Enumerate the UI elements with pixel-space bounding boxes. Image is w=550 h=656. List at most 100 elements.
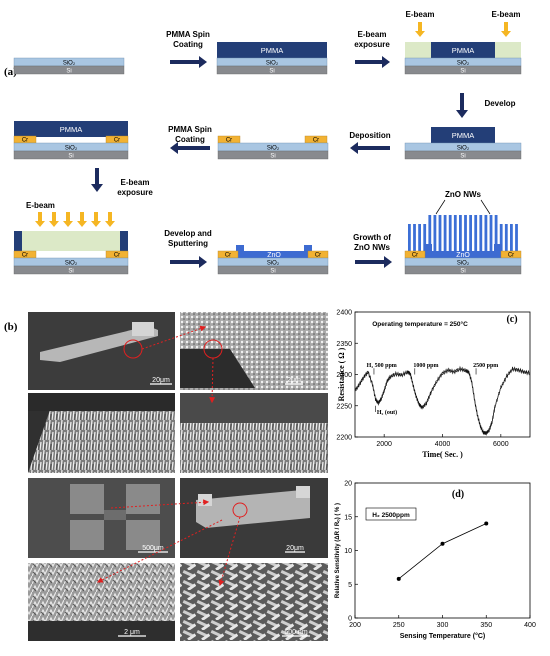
zno-nanowire [489, 215, 493, 251]
y-axis-label: Relative Sensitivity (ΔR / Rₒ) ( % ) [335, 503, 341, 598]
sio2-label: SiO₂ [457, 261, 470, 267]
pmma-label: PMMA [452, 131, 475, 140]
sem-substrate [28, 621, 175, 641]
x-tick-label: 350 [480, 622, 492, 629]
cr-label: Cr [313, 138, 319, 144]
si-layer [217, 150, 329, 160]
beam-arrow-head [415, 31, 425, 37]
y-tick-label: 20 [344, 481, 352, 488]
sem-image-7: 2 μm [28, 563, 175, 641]
sem-image-4 [180, 393, 328, 473]
ebeam-label-right: E-beam [492, 10, 521, 19]
zno-nanowire [510, 224, 513, 251]
zno-label: ZnO [267, 252, 281, 259]
sem-pad-tr [126, 484, 160, 514]
zno-nanowire [453, 215, 457, 251]
beam-arrow-3-shaft [80, 212, 84, 221]
sem-electrode [40, 326, 158, 362]
si-label: Si [460, 69, 465, 75]
panel-label-d: (d) [452, 489, 464, 500]
cr-label: Cr [22, 138, 28, 144]
pointer-line [435, 199, 446, 215]
zno-nws-label: ZnO NWs [445, 190, 482, 199]
zno-nanowire [448, 215, 452, 251]
zno-nanowire [469, 215, 472, 251]
sem-substrate [180, 349, 255, 388]
legend-box [365, 507, 417, 521]
pmma-edge-left [14, 231, 22, 251]
sem-pad-left [198, 494, 212, 506]
arrow-develop-head [456, 110, 468, 118]
x-tick-label: 4000 [435, 441, 451, 448]
zno-nanowire [515, 224, 518, 251]
y-tick-label: 5 [348, 582, 352, 589]
pmma-edge-right [120, 231, 128, 251]
zno-nanowire [413, 224, 416, 251]
si-layer [404, 150, 522, 160]
sem-pad-tl [70, 484, 104, 514]
si-label: Si [460, 269, 465, 275]
y-tick-label: 10 [344, 548, 352, 555]
ebeam-label-left: E-beam [406, 10, 435, 19]
beam-arrow-3-head [77, 221, 87, 227]
sem-scale-8: 500 nm [284, 629, 308, 636]
zno-nanowire [438, 215, 442, 251]
y-tick-label: 2250 [336, 403, 352, 410]
arrow-dev-sputter-head [199, 256, 207, 268]
sio2-label: SiO₂ [63, 61, 76, 67]
y-tick-label: 0 [348, 616, 352, 623]
data-label-3: H₂ (out) [377, 409, 397, 416]
arrow-ebeam1-head [382, 56, 390, 68]
sem-image-3 [28, 393, 175, 473]
y-tick-label: 2400 [336, 310, 352, 317]
sem-top-dark [28, 393, 175, 411]
legend-label: H₂ 2500ppm [372, 512, 410, 519]
si-label: Si [460, 154, 465, 160]
zno-nanowire [499, 224, 503, 251]
sio2-label: SiO₂ [65, 146, 78, 152]
si-label: Si [270, 154, 275, 160]
sio2-label: SiO₂ [457, 61, 470, 67]
sio2-label: SiO₂ [267, 261, 280, 267]
sem-top-gray [180, 393, 328, 423]
sem-electrode [196, 490, 310, 528]
zno-nanowire [423, 224, 427, 251]
beam-arrow-2-shaft [66, 212, 70, 221]
beam-arrow-head [501, 31, 511, 37]
sio2-label: SiO₂ [266, 61, 279, 67]
beam-arrow-0-shaft [38, 212, 42, 221]
beam-arrow-shaft [504, 22, 508, 31]
sem-image-8: 500 nm [180, 563, 328, 641]
beam-arrow-4-shaft [94, 212, 98, 221]
sem-image-2: 2μm [180, 312, 328, 390]
x-axis-label: Sensing Temperature (°C) [400, 632, 486, 640]
x-tick-label: 200 [349, 622, 361, 629]
step-label-dev-sputter: Sputtering [168, 239, 208, 248]
zno-seed-layer [218, 245, 328, 258]
zno-nanowire [484, 215, 488, 251]
cr-label: Cr [114, 138, 120, 144]
step-label-deposition: Deposition [349, 131, 390, 140]
beam-arrow-0-head [35, 221, 45, 227]
cr-label: Cr [226, 138, 232, 144]
x-axis-label: Time( Sec. ) [422, 450, 463, 459]
y-tick-label: 2300 [336, 372, 352, 379]
si-label: Si [68, 269, 73, 275]
cr-label: Cr [114, 253, 120, 259]
sem-texture [28, 410, 175, 473]
sem-image-5: 500μm [28, 478, 175, 558]
sem-scale-2: 2μm [287, 377, 301, 384]
si-layer [13, 65, 125, 75]
step-label-growth: ZnO NWs [354, 243, 391, 252]
data-point-1 [440, 541, 445, 546]
zno-nanowire [459, 215, 462, 251]
beam-arrow-1-head [49, 221, 59, 227]
series-resistance-trace [354, 365, 530, 435]
zno-nanowire [418, 224, 421, 251]
sem-texture [28, 563, 175, 621]
si-label: Si [68, 154, 73, 160]
sem-texture [180, 422, 328, 473]
